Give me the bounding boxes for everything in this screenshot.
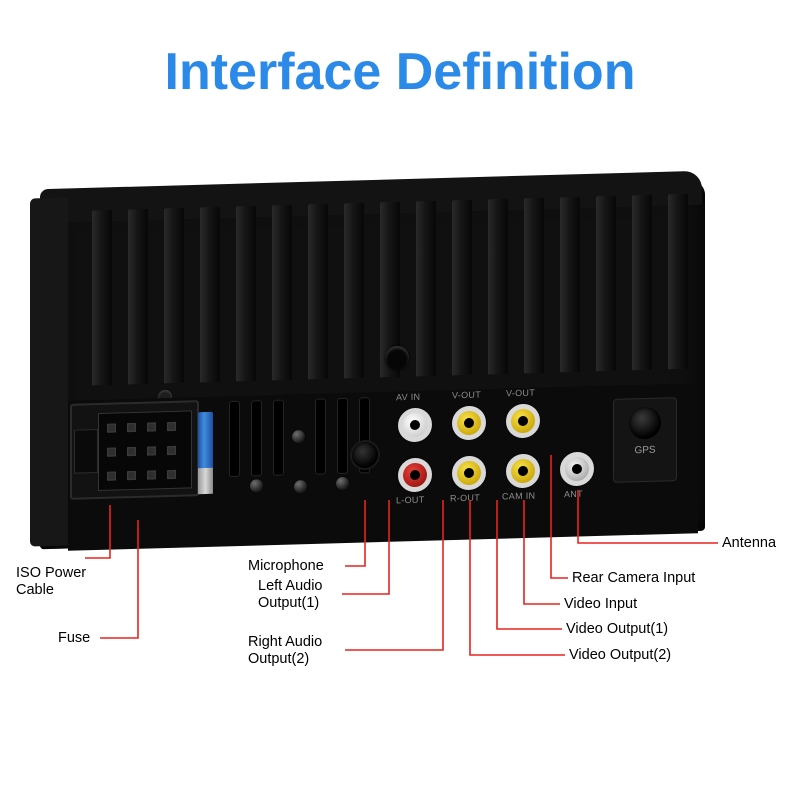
heatsink-fins [92, 193, 692, 411]
heatsink-fin [164, 207, 184, 384]
iso-pin [127, 446, 136, 457]
iso-pin [107, 447, 116, 457]
panel-screw [336, 476, 349, 491]
heatsink-fin [416, 200, 436, 377]
panel-screw [292, 430, 305, 444]
heatsink-fin [488, 198, 508, 375]
gps-connector-socket [629, 406, 661, 440]
callout-microphone: Microphone [248, 558, 324, 574]
heatsink-fin [128, 208, 148, 385]
jack-silkscreen-r-out: R-OUT [450, 492, 480, 504]
iso-power-connector [70, 400, 199, 500]
heatsink-fin [200, 206, 220, 383]
heatsink-fin [560, 196, 580, 373]
vent-slot [338, 398, 347, 474]
iso-pin [107, 423, 116, 433]
iso-pin [167, 469, 176, 480]
page-title: Interface Definition [164, 43, 636, 101]
iso-connector-notch [74, 429, 98, 474]
panel-screw [250, 479, 263, 493]
callout-iso-power-cable: ISO Power Cable [16, 565, 87, 598]
iso-pin [167, 445, 176, 456]
jack-silkscreen-v-out-1: V-OUT [452, 389, 482, 401]
iso-pin [127, 470, 136, 481]
callout-antenna: Antenna [722, 535, 777, 551]
device-chassis-left-edge [30, 197, 68, 547]
callout-left-audio-output: Left Audio Output(1) [258, 578, 323, 611]
heatsink-fin [272, 204, 292, 381]
callout-rear-camera-input: Rear Camera Input [572, 570, 696, 586]
vent-slot [252, 401, 261, 476]
blade-fuse-contacts [198, 467, 213, 495]
car-stereo-unit-rear-view: GPS A [30, 170, 710, 551]
jack-silkscreen-av-in: AV IN [396, 391, 421, 403]
heatsink-fin [524, 197, 544, 374]
callout-right-audio-output: Right Audio Output(2) [248, 634, 323, 667]
gps-label: GPS [634, 444, 656, 457]
iso-pin [147, 422, 156, 432]
panel-screw [294, 479, 307, 494]
vent-slot [230, 401, 239, 477]
jack-silkscreen-l-out: L-OUT [396, 494, 425, 506]
callout-video-output-1: Video Output(1) [566, 621, 669, 637]
vent-slot [316, 399, 325, 474]
heatsink-fin [236, 205, 256, 382]
jack-silkscreen-ant: ANT [564, 488, 583, 500]
callout-video-output-2: Video Output(2) [569, 647, 672, 663]
iso-pin [127, 422, 136, 433]
heatsink-fin [632, 194, 652, 371]
heatsink-fin [344, 202, 364, 379]
iso-pin [107, 471, 116, 481]
callout-video-input: Video Input [564, 596, 638, 612]
heatsink-fin [596, 195, 616, 372]
heatsink-fin [308, 203, 328, 380]
jack-silkscreen-v-out-2: V-OUT [506, 387, 536, 399]
heatsink-fin [452, 199, 472, 376]
callout-fuse: Fuse [58, 630, 91, 646]
heatsink-fin [668, 193, 688, 370]
iso-pin [147, 446, 156, 456]
iso-pin [167, 421, 176, 432]
jack-silkscreen-cam-in: CAM IN [502, 490, 536, 502]
iso-connector-pin-block [98, 410, 192, 492]
heatsink-fin [92, 209, 112, 386]
iso-pin [147, 470, 156, 480]
gps-antenna-connector: GPS [613, 397, 677, 483]
vent-slot [274, 400, 283, 475]
